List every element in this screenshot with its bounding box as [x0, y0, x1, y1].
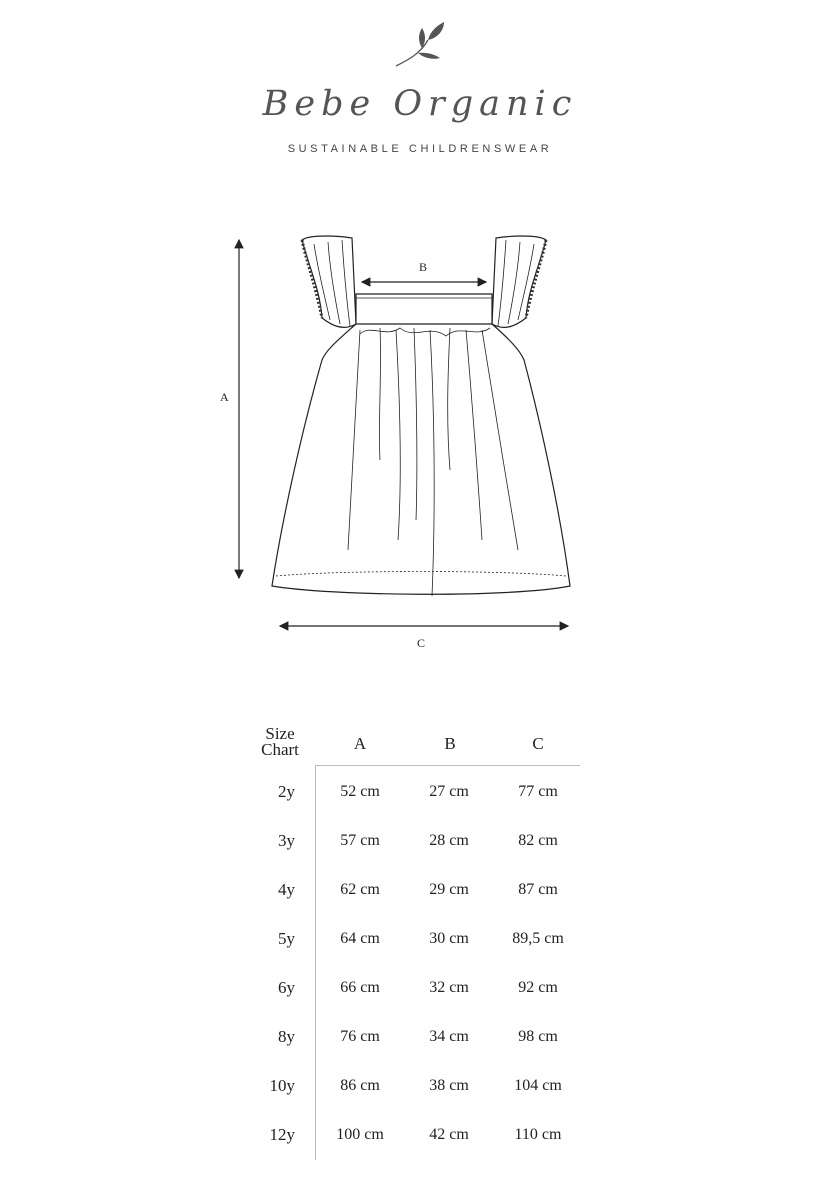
size-chart-table: Size Chart A B C 2y 52 cm 27 cm 77 cm 3y 57 c… — [250, 720, 590, 1170]
measurement-b: 32 cm — [429, 979, 469, 996]
measurement-a: 64 cm — [340, 930, 380, 947]
measurement-a: 66 cm — [340, 979, 380, 996]
brand-header: Bebe Organic SUSTAINABLE CHILDRENSWEAR — [0, 0, 840, 180]
size-label: 10y — [269, 1076, 296, 1095]
column-header-b: B — [444, 734, 456, 753]
size-label: 2y — [278, 782, 295, 801]
measurement-b: 29 cm — [429, 881, 469, 898]
measurement-c: 77 cm — [518, 783, 558, 800]
measurement-c: 82 cm — [518, 832, 558, 849]
size-label: 6y — [278, 978, 295, 997]
measurement-a: 57 cm — [340, 832, 380, 849]
table-divider-horizontal — [315, 765, 580, 766]
measurement-c: 92 cm — [518, 979, 558, 996]
size-label: 3y — [278, 831, 295, 850]
measurement-b: 34 cm — [429, 1028, 469, 1045]
measurement-a: 100 cm — [336, 1126, 384, 1143]
measurement-c: 98 cm — [518, 1028, 558, 1045]
measurement-b: 28 cm — [429, 832, 469, 849]
size-label: 5y — [278, 929, 295, 948]
measurement-c: 104 cm — [514, 1077, 562, 1094]
measurement-b: 42 cm — [429, 1126, 469, 1143]
measurement-a: 86 cm — [340, 1077, 380, 1094]
label-a: A — [220, 390, 229, 404]
brand-name: Bebe Organic — [262, 84, 578, 124]
table-divider-vertical — [315, 765, 316, 1160]
measurement-c: 89,5 cm — [512, 930, 564, 947]
leaf-sprig-icon — [395, 22, 444, 67]
label-c: C — [417, 636, 426, 650]
dress-measurement-diagram: A B C — [210, 220, 590, 660]
measurement-c: 110 cm — [514, 1126, 562, 1143]
size-label: 8y — [278, 1027, 295, 1046]
size-label: 4y — [278, 880, 295, 899]
measurement-b: 30 cm — [429, 930, 469, 947]
label-b: B — [419, 260, 428, 274]
column-header-a: A — [353, 734, 367, 753]
measurement-a: 52 cm — [340, 783, 380, 800]
measurement-c: 87 cm — [518, 881, 558, 898]
measurement-b: 38 cm — [429, 1077, 469, 1094]
dress-illustration — [234, 235, 571, 631]
measurement-b: 27 cm — [429, 783, 469, 800]
measurement-a: 76 cm — [340, 1028, 380, 1045]
size-label: 12y — [269, 1125, 296, 1144]
column-header-c: C — [532, 734, 544, 753]
brand-tagline: SUSTAINABLE CHILDRENSWEAR — [287, 143, 553, 155]
measurement-a: 62 cm — [340, 881, 380, 898]
size-chart-header: Size Chart — [261, 724, 299, 759]
